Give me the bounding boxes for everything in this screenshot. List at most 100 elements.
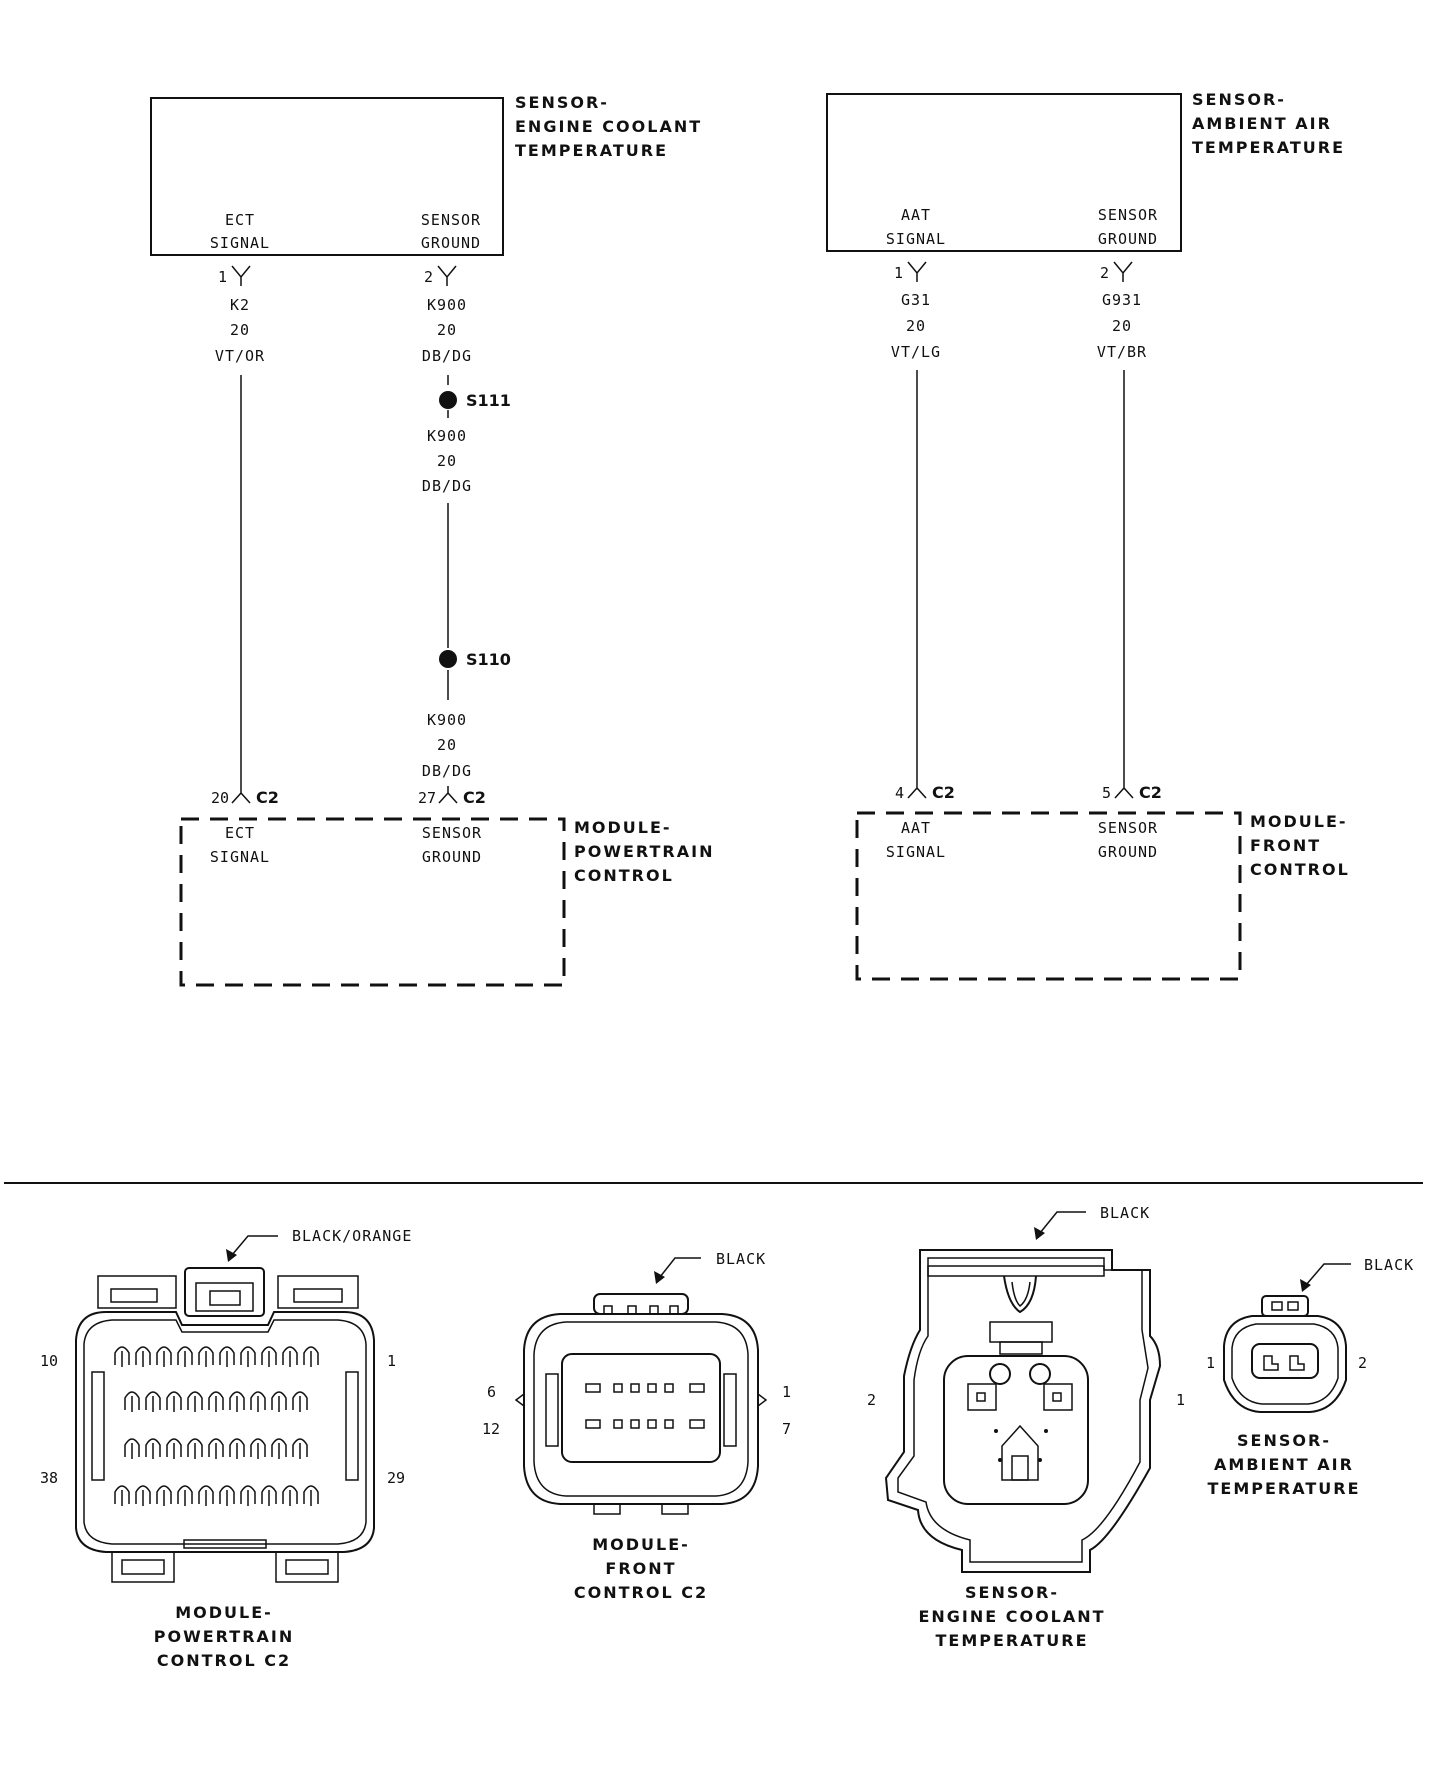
pcm-cavity (292, 1438, 308, 1457)
fcm-pin-b-terminal-icon (1114, 781, 1134, 799)
ect-connector-pin-left: 2 (867, 1391, 876, 1409)
aat-pin2-label-2: GROUND (1098, 230, 1158, 248)
fcm-pin-a-number: 4 (895, 784, 904, 802)
fcm-module-box (855, 811, 1242, 981)
aat-sensor-title-2: AMBIENT AIR (1192, 114, 1332, 133)
pcm-cavity (271, 1438, 287, 1457)
aat-connector-title-3: TEMPERATURE (1207, 1479, 1360, 1498)
pcm-cavity (124, 1438, 140, 1457)
ect-pin1-terminal-icon (231, 265, 251, 286)
fcm-cavity (585, 1419, 601, 1429)
fcm-cavity (630, 1419, 640, 1429)
ect-ground-wire-b-1: K900 (427, 427, 467, 445)
fcm-c2-title-1: MODULE- (592, 1535, 690, 1554)
fcm-c2-title-2: FRONT (605, 1559, 676, 1578)
pcm-cavity (198, 1485, 214, 1504)
fcm-cavity (585, 1383, 601, 1393)
splice-s110-dot (439, 650, 457, 668)
pcm-cavity (177, 1485, 193, 1504)
ect-sensor-title-3: TEMPERATURE (515, 141, 668, 160)
aat-signal-wire-2: 20 (906, 317, 926, 335)
ect-ground-wire-b-2: 20 (437, 452, 457, 470)
ect-sensor-title-2: ENGINE COOLANT (515, 117, 702, 136)
pcm-c2-pin-bottom-right: 29 (387, 1469, 405, 1487)
pcm-c2-title-1: MODULE- (175, 1603, 273, 1622)
pcm-cavity (187, 1391, 203, 1410)
pcm-cavity (114, 1485, 130, 1504)
fcm-c2-pin-bottom-right: 7 (782, 1420, 791, 1438)
pcm-cavity (240, 1485, 256, 1504)
fcm-cavity (664, 1419, 674, 1429)
pcm-cavity (156, 1485, 172, 1504)
pcm-cavity (166, 1438, 182, 1457)
aat-pin2-number: 2 (1100, 264, 1109, 282)
fcm-cavity (647, 1419, 657, 1429)
pcm-cavity (229, 1391, 245, 1410)
fcm-pin-a-terminal-icon (907, 781, 927, 799)
pcm-cavity (282, 1485, 298, 1504)
ect-signal-wire-3: VT/OR (215, 347, 265, 365)
aat-ground-wire-3: VT/BR (1097, 343, 1147, 361)
ect-pin1-number: 1 (218, 268, 227, 286)
aat-sensor-title-1: SENSOR- (1192, 90, 1286, 109)
pcm-c2-pin-bottom-left: 38 (40, 1469, 58, 1487)
pcm-pin-b-connector: C2 (463, 788, 486, 807)
fcm-cavity (647, 1383, 657, 1393)
aat-ground-wire-1: G931 (1102, 291, 1142, 309)
ect-signal-wire-1: K2 (230, 296, 250, 314)
pcm-pin-a-number: 20 (211, 789, 229, 807)
ect-pin1-label-2: SIGNAL (210, 234, 270, 252)
pcm-cavity (229, 1438, 245, 1457)
aat-signal-wire-1: G31 (901, 291, 931, 309)
pcm-cavity (303, 1485, 319, 1504)
ect-connector-pin-right: 1 (1176, 1391, 1185, 1409)
ect-ground-wire-b-3: DB/DG (422, 477, 472, 495)
pcm-pin-a-label-2: SIGNAL (210, 848, 270, 866)
fcm-title-1: MODULE- (1250, 812, 1348, 831)
pcm-cavity (135, 1485, 151, 1504)
fcm-cavity (689, 1383, 705, 1393)
pcm-cavity (240, 1346, 256, 1365)
pcm-c2-pin-top-left: 10 (40, 1352, 58, 1370)
aat-connector-pin-left: 1 (1206, 1354, 1215, 1372)
aat-ground-wire-2: 20 (1112, 317, 1132, 335)
ect-ground-wire-c-2: 20 (437, 736, 457, 754)
pcm-cavity (219, 1346, 235, 1365)
pcm-cavity (166, 1391, 182, 1410)
pcm-cavity (282, 1346, 298, 1365)
fcm-cavity (613, 1383, 623, 1393)
ect-pin2-terminal-icon (437, 265, 457, 286)
ect-ground-wire-a-1: K900 (427, 296, 467, 314)
ect-connector-title-3: TEMPERATURE (935, 1631, 1088, 1650)
ect-pin2-label-1: SENSOR (421, 211, 481, 229)
ect-ground-wire-c-3: DB/DG (422, 762, 472, 780)
ect-pin1-label-1: ECT (225, 211, 255, 229)
pcm-cavity (145, 1391, 161, 1410)
pcm-pin-a-label-1: ECT (225, 824, 255, 842)
ect-ground-wire-a-3: DB/DG (422, 347, 472, 365)
pcm-pin-b-number: 27 (418, 789, 436, 807)
fcm-cavity (630, 1383, 640, 1393)
pcm-c2-connector-icon (75, 1235, 375, 1583)
pcm-cavity (208, 1391, 224, 1410)
fcm-pin-b-number: 5 (1102, 784, 1111, 802)
pcm-title-2: POWERTRAIN (574, 842, 714, 861)
fcm-c2-pin-bottom-left: 12 (482, 1420, 500, 1438)
pcm-cavity (135, 1346, 151, 1365)
pcm-cavity (261, 1346, 277, 1365)
fcm-c2-color: BLACK (716, 1250, 766, 1268)
fcm-title-3: CONTROL (1250, 860, 1350, 879)
pcm-cavity (250, 1438, 266, 1457)
pcm-cavity (208, 1438, 224, 1457)
fcm-cavity (689, 1419, 705, 1429)
pcm-cavity (250, 1391, 266, 1410)
aat-pin2-terminal-icon (1113, 261, 1133, 282)
ect-ground-wire-c-1: K900 (427, 711, 467, 729)
fcm-pin-b-label-2: GROUND (1098, 843, 1158, 861)
aat-connector-icon (1223, 1263, 1351, 1413)
aat-pin2-label-1: SENSOR (1098, 206, 1158, 224)
ect-pin2-label-2: GROUND (421, 234, 481, 252)
pcm-pin-b-label-2: GROUND (422, 848, 482, 866)
pcm-pin-a-terminal-icon (231, 787, 251, 804)
fcm-title-2: FRONT (1250, 836, 1321, 855)
